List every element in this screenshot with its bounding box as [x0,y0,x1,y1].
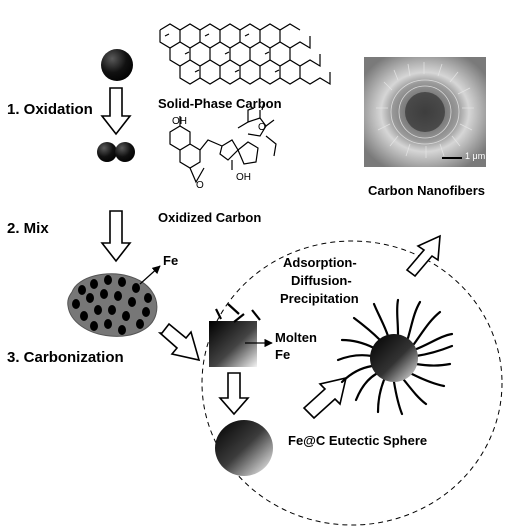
oxidized-carbon-label: Oxidized Carbon [158,210,262,225]
growth-arrow [302,376,348,420]
carbon-particle [101,49,133,81]
oxidized-oh-top-label: OH [172,116,187,127]
nanofiber-core [370,334,418,382]
mix-arrow [100,210,132,263]
sem-image [364,57,486,167]
fe-pointer-arrow [139,265,161,285]
carbon-nanofibers-label: Carbon Nanofibers [368,183,486,198]
oxidized-carbon-particle-right [115,142,135,162]
molten-fe-block [209,303,261,367]
oxidized-carbon-structure [169,101,277,184]
carbon-fe-composite [67,273,158,337]
fe-label: Fe [163,253,179,268]
oxidation-arrow [100,87,132,136]
nanofiber-particle [336,298,454,416]
cooling-arrow [218,372,250,416]
molten-label: Molten [275,330,317,345]
molten-fe-label: Fe [275,347,291,362]
oxidized-carbon-particle-left [97,142,117,162]
adsorption-label: Adsorption- [283,255,357,270]
reaction-zone-dashed-circle [201,240,503,526]
oxidized-o-ring-label: O [196,180,204,191]
eutectic-sphere-label: Fe@C Eutectic Sphere [288,433,428,448]
step-oxidation-label: 1. Oxidation [7,101,93,118]
step-carbonization-label: 3. Carbonization [7,349,124,366]
diffusion-label: Diffusion- [291,273,352,288]
oxidized-oh-mid-label: OH [236,172,251,183]
precipitation-label: Precipitation [280,291,359,306]
graphene-sheet-structure [159,23,331,86]
carbonization-arrow [157,322,201,362]
solid-phase-carbon-label: Solid-Phase Carbon [158,96,282,111]
output-arrow [405,234,441,278]
oxidized-o-carbonyl-label: O [258,122,266,133]
eutectic-sphere [215,420,273,476]
sem-scale-bar-label: 1 μm [465,151,486,161]
step-mix-label: 2. Mix [7,220,49,237]
